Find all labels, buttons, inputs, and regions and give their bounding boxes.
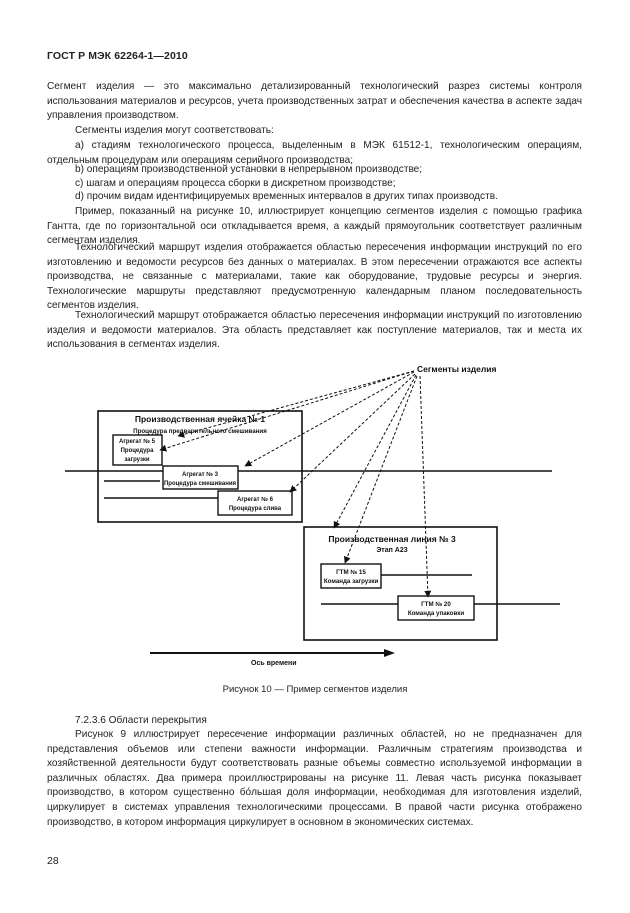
time-axis-label: Ось времени [251,660,297,667]
paragraph-example: Пример, показанный на рисунке 10, иллюст… [47,206,582,247]
production-cell-title: Производственная ячейка № 1 [135,414,265,424]
unit-6-box [217,490,293,516]
arrow-to-cell-procedure [177,370,415,438]
unit-3-procedure: Процедура смешивания [164,481,237,487]
unit-5-procedure-name: загрузки [124,457,150,463]
list-item-b: b) операциям производственной установки … [75,164,423,175]
unit-3-box [162,465,239,490]
paragraph-overlap: Рисунок 9 иллюстрирует пересечение инфор… [47,729,582,828]
production-cell-box [97,410,303,523]
section-heading: 7.2.3.6 Области перекрытия [75,715,207,726]
gtm-20-command: Команда упаковки [408,610,465,617]
arrow-to-unit-6 [289,373,416,493]
arrow-to-unit-3 [244,371,415,467]
production-line-box [303,526,498,641]
production-line-title: Производственная линия № 3 [328,534,456,544]
document-header: ГОСТ Р МЭК 62264-1—2010 [47,50,188,62]
list-item-a: a) стадиям технологического процесса, вы… [47,140,582,166]
arrow-to-gtm-15 [343,375,418,564]
figure-caption: Рисунок 10 — Пример сегментов изделия [222,684,408,695]
time-axis-arrowhead [384,649,395,657]
gtm-20-label: ГТМ № 20 [421,601,451,608]
arrow-to-gtm-20 [419,375,432,598]
unit-6-procedure: Процедура слива [229,506,282,512]
unit-3-label: Агрегат № 3 [182,471,219,478]
gtm-20-box [397,595,475,621]
paragraph-route-materials: Технологический маршрут отображается обл… [47,310,582,351]
production-line-stage: Этап А23 [376,547,407,554]
unit-5-label: Агрегат № 5 [119,438,156,445]
unit-5-box [112,434,163,466]
unit-5-procedure: Процедура [121,448,154,454]
gtm-15-command: Команда загрузки [324,578,378,585]
paragraph-segments-intro: Сегменты изделия могут соответствовать: [75,125,274,136]
segments-label: Сегменты изделия [417,364,497,374]
production-cell-subtitle: Процедура предварительного смешивания [133,428,267,435]
gtm-15-box [320,563,382,589]
list-item-d: d) прочим видам идентифицируемых временн… [75,191,498,202]
gtm-15-label: ГТМ № 15 [336,569,366,576]
unit-6-label: Агрегат № 6 [237,496,274,503]
paragraph-product-segment: Сегмент изделия — это максимально детали… [47,81,582,122]
page-number: 28 [47,855,59,867]
list-item-c: c) шагам и операциям процесса сборки в д… [75,178,396,189]
paragraph-route: Технологический маршрут изделия отобража… [47,242,582,312]
arrow-to-unit-5 [159,370,415,452]
arrow-to-production-line [333,374,417,529]
